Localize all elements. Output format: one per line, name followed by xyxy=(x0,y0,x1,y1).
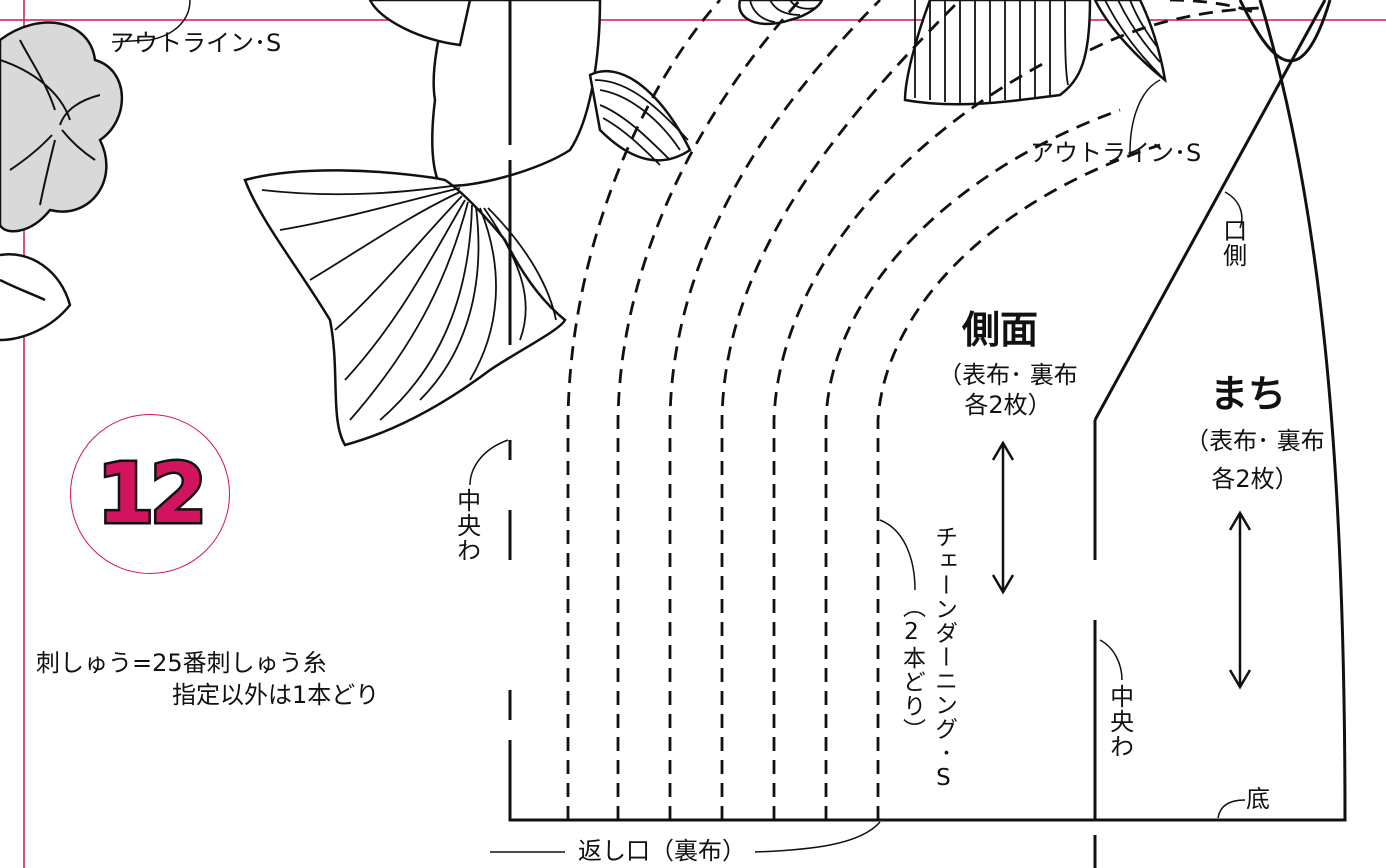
grain-arrow-side xyxy=(991,440,1015,595)
gusset-cross-line xyxy=(1238,0,1332,63)
side-panel-outline xyxy=(508,0,1095,822)
side-panel-note-2: 各2枚） xyxy=(964,391,1052,419)
chain-darning-stitch-label: チェーンダーニング･S xyxy=(930,525,957,792)
leaf-motif xyxy=(0,253,72,342)
outline-left-leader xyxy=(111,0,191,43)
flower-motif xyxy=(0,21,124,233)
side-panel-title: 側面 xyxy=(962,307,1039,352)
center-fold-label-left: 中央わ xyxy=(452,488,481,563)
chain-darning-stitch-lines xyxy=(566,0,1261,820)
center-fold-label-right: 中央わ xyxy=(1105,684,1134,759)
gusset-note-1: （表布･ 裏布 xyxy=(1185,427,1325,455)
side-panel-note-1: （表布･ 裏布 xyxy=(938,361,1078,389)
gusset-note-2: 各2枚） xyxy=(1211,465,1299,493)
embroidery-thread-note: 刺しゅう=25番刺しゅう糸 xyxy=(36,649,327,677)
leader-lines xyxy=(469,79,1246,853)
return-opening-label: 返し口（裏布） xyxy=(578,837,746,865)
outline-stitch-label-right: アウトライン･S xyxy=(1030,139,1202,167)
outline-stitch-label-left: アウトライン･S xyxy=(110,29,282,57)
goldfish-motif xyxy=(243,0,1167,447)
opening-side-label: 口側 xyxy=(1218,218,1247,268)
pattern-number: 12 xyxy=(94,444,209,544)
gusset-outline xyxy=(1093,0,1347,822)
bottom-label: 底 xyxy=(1246,785,1270,813)
pattern-number-badge: 12 xyxy=(70,414,230,574)
grain-arrow-gusset xyxy=(1228,510,1252,690)
two-strands-label: （2本どり） xyxy=(898,595,925,742)
strand-count-note: 指定以外は1本どり xyxy=(172,681,380,709)
gusset-title: まち xyxy=(1210,371,1287,416)
